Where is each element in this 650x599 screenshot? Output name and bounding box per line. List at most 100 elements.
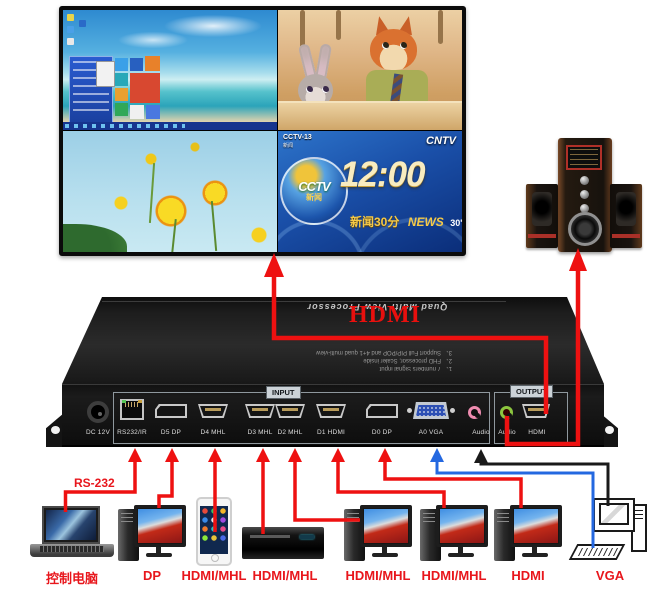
clipart-screen (599, 503, 629, 525)
pc-screen (138, 509, 182, 543)
speaker-cone (532, 192, 552, 226)
feature-line: 3、 Support Full PIP/POP and 4+1 quad mul… (316, 349, 452, 355)
source-vga-computer (568, 498, 649, 566)
pc-stand (532, 547, 537, 553)
link-led (122, 400, 126, 403)
pc-vents (121, 513, 133, 523)
vga-pins (416, 405, 446, 416)
cable-desktop-to-d5-dp (157, 460, 174, 508)
speaker-stripe (612, 234, 640, 238)
cable-desktop-to-d0-dp (383, 460, 523, 508)
screw-hole-left (51, 426, 60, 434)
label-d2-mhl: D2 MHL (277, 429, 303, 436)
source-label-dp: DP (142, 568, 162, 583)
d0-dp-port (366, 404, 398, 418)
rs232-cable-label: RS-232 (74, 476, 115, 490)
hdmi-pins (282, 408, 298, 411)
tv-quad-grid: CCTV-13 新闻 CNTV CCTV 新闻 12:00 新闻30分 NEWS… (63, 10, 462, 252)
output-section-label: OUTPUT (510, 385, 553, 398)
tile (146, 105, 160, 119)
tile (130, 58, 143, 71)
label-d5-dp: D5 DP (160, 429, 182, 436)
pc-vents (347, 513, 359, 523)
source-desktop-hdmi-mhl-2 (420, 505, 488, 561)
fox-eye (382, 42, 389, 49)
hdmi-slot (200, 406, 226, 416)
source-label-hdmi-mhl-2: HDMI/MHL (252, 568, 318, 583)
jack-hole (507, 413, 512, 418)
source-desktop-hdmi (494, 505, 562, 561)
tile (115, 103, 128, 116)
desktop-icon (67, 26, 74, 33)
speaker-knob (580, 204, 589, 213)
source-smartphone (196, 497, 232, 566)
news-clock: 12:00 (340, 155, 426, 194)
hdmi-output-port (522, 404, 550, 418)
start-submenu (96, 61, 115, 87)
satellite-speaker-left (526, 184, 558, 248)
flower-stem (171, 218, 177, 252)
flower-stem (210, 201, 218, 251)
rj45-pins (125, 402, 139, 407)
tile (145, 56, 160, 71)
label-d4-mhl: D4 MHL (200, 429, 226, 436)
clipart-monitor (593, 498, 635, 532)
label-d3-mhl: D3 MHL (247, 429, 273, 436)
arrowhead-d2 (288, 448, 302, 462)
pc-monitor (360, 505, 412, 547)
d3-mhl-port (245, 404, 275, 418)
cctv-globe-logo: CCTV 新闻 (280, 157, 348, 225)
channel-sub: 新闻 (283, 143, 294, 149)
arrowhead-audio-in (474, 449, 488, 463)
flower-stem (148, 163, 156, 223)
rabbit-eye (322, 86, 329, 93)
pc-vents (497, 513, 509, 523)
screw-hole-right (605, 426, 614, 434)
speaker-cone (616, 192, 636, 226)
speaker-stripe (528, 234, 556, 238)
rabbit-eye (306, 86, 313, 93)
quadrant-cctv-news: CCTV-13 新闻 CNTV CCTV 新闻 12:00 新闻30分 NEWS… (278, 131, 462, 252)
input-section-label: INPUT (266, 386, 301, 399)
speaker-display-text (570, 149, 598, 166)
speaker-knob (580, 190, 589, 199)
label-rs232: RS232/IR (117, 429, 147, 436)
arrowhead-to-tv (264, 253, 284, 277)
taskbar-icons (65, 124, 185, 128)
pc-base (372, 553, 398, 557)
hdmi-pins (252, 408, 268, 411)
d1-hdmi-port (316, 404, 346, 418)
speaker-knob (580, 176, 589, 185)
desktop-icon (67, 38, 74, 45)
pc-monitor (510, 505, 562, 547)
hdmi-cable-label: HDMI (349, 302, 421, 328)
tile (130, 73, 160, 103)
d4-mhl-port (198, 404, 228, 418)
rs232-ir-port (120, 399, 144, 420)
counter-desk (278, 101, 462, 130)
source-dvd-player (242, 527, 324, 559)
tile (115, 58, 128, 71)
windows-taskbar (63, 122, 277, 130)
audio-in-jack (468, 406, 481, 419)
fox-head (370, 29, 417, 70)
device-feature-list: 1、 7 numbers Signal input 2、 FHD process… (160, 348, 452, 372)
label-hdmi-out: HDMI (528, 429, 546, 436)
tile (130, 105, 144, 119)
label-a0-vga: A0 VGA (418, 429, 444, 436)
phone-home-button (211, 554, 219, 562)
foliage (63, 224, 127, 252)
jack-hole (475, 413, 480, 418)
feature-line: 1、 7 numbers Signal input (379, 365, 452, 371)
hdmi-pins (528, 408, 544, 411)
arrowhead-d5 (165, 448, 179, 462)
desktop-icon (79, 20, 86, 27)
laptop-screen (42, 506, 100, 544)
vga-screw (450, 408, 455, 413)
hdmi-pins (323, 408, 339, 411)
label-dc12v: DC 12V (86, 429, 110, 436)
pc-stand (156, 547, 161, 553)
pc-screen (364, 509, 408, 543)
hdmi-slot (247, 406, 273, 416)
a0-vga-port (407, 402, 455, 420)
